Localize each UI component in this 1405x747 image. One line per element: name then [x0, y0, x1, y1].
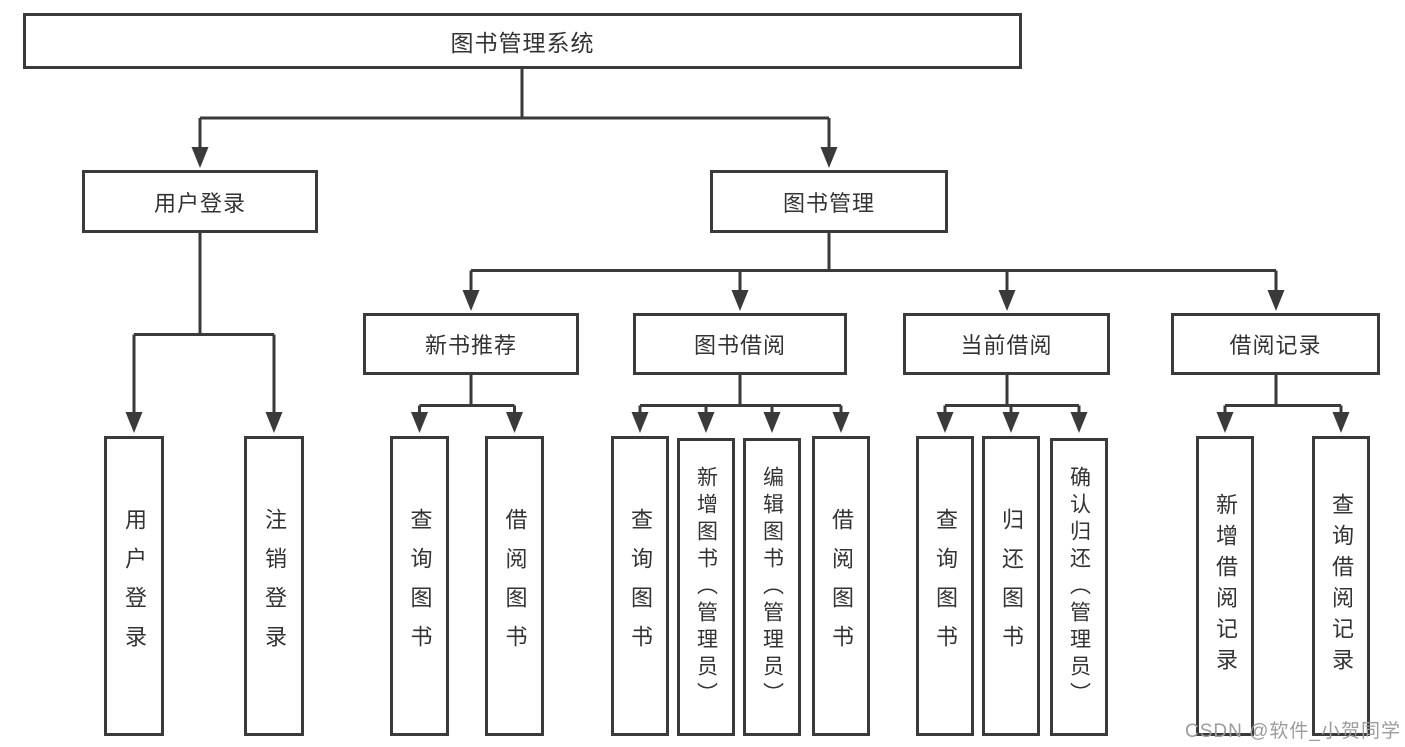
node-library-system-label: 图书管理系统	[450, 30, 595, 56]
leaf-borrow-books-recommend-label: 借阅图书	[502, 508, 528, 664]
leaf-add-books-admin: 新增图书（管理员）	[677, 438, 735, 736]
leaf-query-borrow-record: 查询借阅记录	[1312, 436, 1370, 736]
leaf-logout-label: 注销登录	[262, 508, 287, 664]
node-new-book-recommend-label: 新书推荐	[424, 333, 517, 358]
leaf-add-borrow-record-label: 新增借阅记录	[1213, 493, 1238, 679]
node-borrow-records-label: 借阅记录	[1229, 333, 1322, 358]
leaf-add-borrow-record: 新增借阅记录	[1196, 436, 1254, 736]
node-new-book-recommend: 新书推荐	[363, 313, 579, 375]
leaf-query-borrow-record-label: 查询借阅记录	[1329, 493, 1354, 679]
leaf-edit-books-admin-label: 编辑图书（管理员）	[760, 465, 784, 709]
node-current-borrow: 当前借阅	[903, 313, 1110, 375]
leaf-return-books-label: 归还图书	[999, 508, 1024, 664]
node-user-login: 用户登录	[82, 170, 318, 233]
leaf-query-books-recommend: 查询图书	[390, 436, 449, 736]
leaf-logout: 注销登录	[244, 436, 304, 736]
leaf-return-books: 归还图书	[982, 436, 1040, 736]
node-book-borrow: 图书借阅	[633, 313, 847, 375]
leaf-user-login-label: 用户登录	[122, 508, 147, 664]
leaf-query-books-recommend-label: 查询图书	[407, 508, 433, 664]
node-user-login-label: 用户登录	[153, 190, 246, 216]
leaf-add-books-admin-label: 新增图书（管理员）	[694, 465, 718, 709]
node-current-borrow-label: 当前借阅	[960, 333, 1053, 358]
node-library-system: 图书管理系统	[23, 13, 1022, 69]
leaf-query-books-current-label: 查询图书	[933, 508, 958, 664]
node-book-borrow-label: 图书借阅	[693, 333, 786, 358]
arrowheads	[125, 147, 1350, 433]
leaf-borrow-books-label: 借阅图书	[829, 508, 854, 664]
leaf-borrow-books-recommend: 借阅图书	[485, 436, 544, 736]
leaf-borrow-books: 借阅图书	[812, 436, 870, 736]
node-book-management-label: 图书管理	[782, 190, 875, 216]
leaf-confirm-return-admin: 确认归还（管理员）	[1050, 438, 1108, 736]
leaf-user-login: 用户登录	[104, 436, 164, 736]
node-book-management: 图书管理	[710, 170, 948, 233]
leaf-query-books-borrow: 查询图书	[611, 436, 669, 736]
leaf-query-books-borrow-label: 查询图书	[628, 508, 653, 664]
leaf-query-books-current: 查询图书	[916, 436, 974, 736]
node-borrow-records: 借阅记录	[1171, 313, 1380, 375]
leaf-confirm-return-admin-label: 确认归还（管理员）	[1067, 465, 1091, 709]
leaf-edit-books-admin: 编辑图书（管理员）	[743, 438, 801, 736]
watermark-text: CSDN @软件_小贺同学	[1185, 721, 1401, 742]
